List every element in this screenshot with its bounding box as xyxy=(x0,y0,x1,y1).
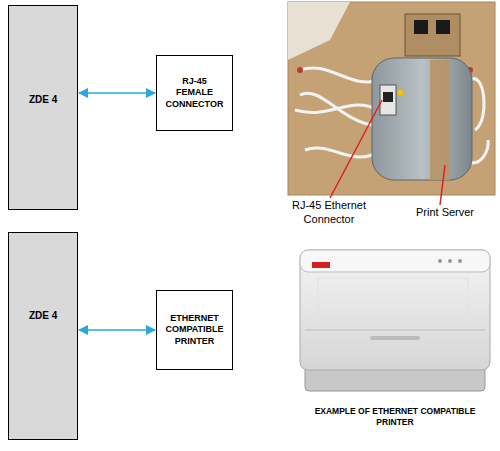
node-text: ETHERNET COMPATIBLE PRINTER xyxy=(165,313,224,347)
print-server-photo xyxy=(288,2,495,195)
bidirectional-arrow xyxy=(79,92,155,94)
bidirectional-arrow xyxy=(79,329,155,331)
node-text: ZDE 4 xyxy=(29,94,57,107)
device-box: ZDE 4 xyxy=(8,5,78,210)
node-text: ZDE 4 xyxy=(29,310,57,323)
photo-callout: RJ-45 Ethernet Connector xyxy=(288,199,370,227)
device-box: ZDE 4 xyxy=(8,232,78,440)
printer-illustration xyxy=(300,250,490,391)
leader-line xyxy=(440,165,445,205)
leader-line xyxy=(330,100,382,198)
component-box: RJ-45 FEMALE CONNECTOR xyxy=(156,55,233,131)
component-box: ETHERNET COMPATIBLE PRINTER xyxy=(156,290,233,370)
figure-caption: EXAMPLE OF ETHERNET COMPATIBLE PRINTER xyxy=(300,406,490,427)
node-text: RJ-45 FEMALE CONNECTOR xyxy=(165,76,224,110)
photo-callout: Print Server xyxy=(405,206,485,220)
